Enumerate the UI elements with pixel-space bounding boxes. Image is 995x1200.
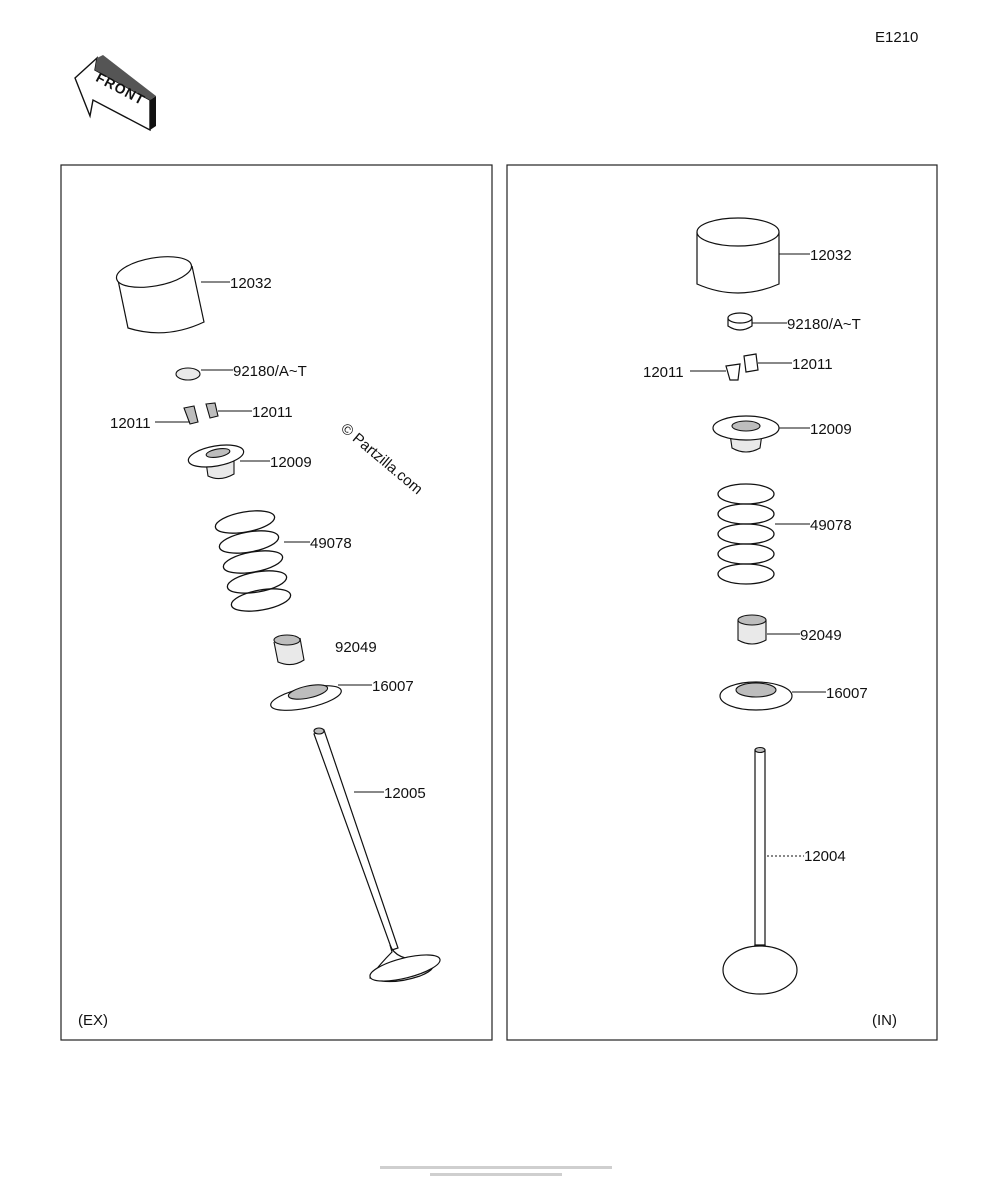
keepers-intake (725, 353, 759, 381)
part-label-seal-in: 92049 (800, 627, 842, 644)
part-label-seal-ex: 92049 (335, 639, 377, 656)
part-label-keeper-ex-left: 12011 (110, 415, 151, 432)
part-label-keeper-in-right: 12011 (792, 356, 833, 373)
part-label-valve-in: 12004 (804, 848, 846, 865)
part-label-shim-in: 92180/A~T (787, 316, 861, 333)
footer-fine-print (380, 1166, 612, 1176)
panel-caption-in: (IN) (872, 1012, 897, 1029)
exhaust-panel (60, 164, 493, 1041)
part-label-spring-in: 49078 (810, 517, 852, 534)
part-label-keeper-ex-right: 12011 (252, 404, 293, 421)
intake-panel (506, 164, 938, 1041)
front-arrow-icon: FRONT (74, 55, 156, 132)
part-label-keeper-in-left: 12011 (643, 364, 684, 381)
shim-exhaust (175, 367, 201, 381)
part-label-shim-ex: 92180/A~T (233, 363, 307, 380)
panel-caption-ex: (EX) (78, 1012, 108, 1029)
keepers-exhaust (183, 402, 219, 425)
watermark: © Partzilla.com (337, 420, 425, 498)
part-label-retainer-ex: 12009 (270, 454, 312, 471)
tappet-exhaust (115, 256, 205, 334)
retainer-intake (712, 415, 780, 453)
spring-exhaust (214, 510, 292, 612)
stem-seal-exhaust (273, 634, 305, 666)
spring-intake (717, 483, 775, 585)
tappet-intake (696, 217, 780, 294)
part-label-seat-in: 16007 (826, 685, 868, 702)
part-label-tappet-in: 12032 (810, 247, 852, 264)
stem-seal-intake (737, 614, 767, 645)
part-label-retainer-in: 12009 (810, 421, 852, 438)
shim-intake (727, 312, 753, 331)
spring-seat-intake (719, 681, 793, 711)
part-label-valve-ex: 12005 (384, 785, 426, 802)
intake-valve (722, 746, 798, 995)
retainer-exhaust (187, 444, 245, 480)
diagram-code: E1210 (875, 29, 918, 46)
exhaust-valve (313, 727, 441, 983)
part-label-tappet-ex: 12032 (230, 275, 272, 292)
part-label-spring-ex: 49078 (310, 535, 352, 552)
spring-seat-exhaust (270, 684, 342, 711)
part-label-seat-ex: 16007 (372, 678, 414, 695)
